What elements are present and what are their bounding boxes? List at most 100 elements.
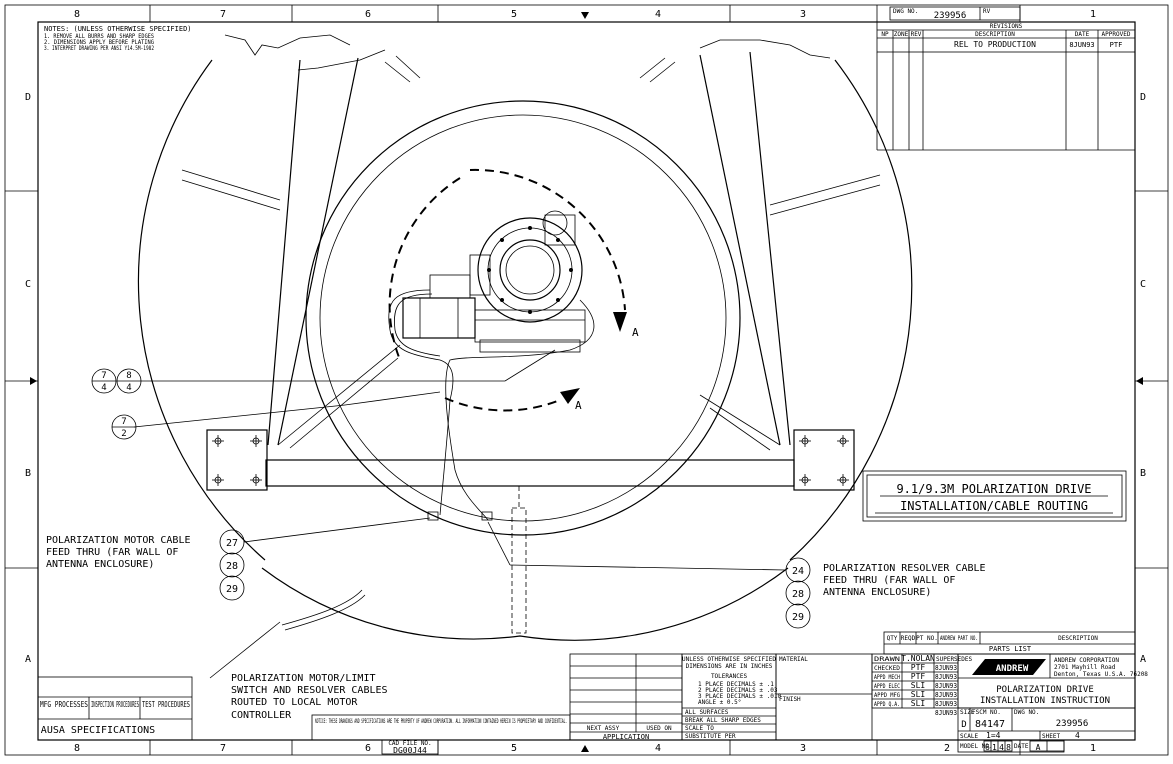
rev-header-rev: REV	[911, 31, 922, 38]
svg-text:29: 29	[792, 612, 804, 623]
scale-value: 1=4	[986, 731, 1001, 740]
specs-box: MFG PROCESSES INSPECTION PROCEDURES TEST…	[37, 676, 193, 741]
svg-text:28: 28	[792, 589, 804, 600]
rev-header-np: NP	[881, 31, 889, 38]
parts-header-andrew: ANDREW PART NO.	[940, 635, 978, 642]
parts-list: QTY REQD PT NO. ANDREW PART NO. DESCRIPT…	[883, 631, 1136, 655]
revisions-title: REVISIONS	[990, 23, 1023, 30]
row-label-b-left: B	[25, 468, 31, 479]
col-label-5-top: 5	[511, 9, 517, 20]
svg-text:2: 2	[121, 429, 126, 439]
approval-date-elec: 8JUN93	[935, 691, 957, 699]
andrew-logo: ANDREW	[972, 659, 1046, 675]
tol-line-1: 1 PLACE DECIMALS ± .1	[698, 681, 774, 688]
svg-text:4: 4	[126, 383, 131, 393]
col-label-2-bottom: 2	[944, 743, 950, 754]
sheet-value: 4	[1075, 731, 1080, 740]
tol-finish-per: SUBSTITUTE PER	[685, 733, 736, 740]
resolver-feed-line-2: FEED THRU (FAR WALL OF	[823, 575, 955, 586]
proprietary-notice: NOTICE: THESE DRAWINGS AND SPECIFICATION…	[315, 718, 567, 725]
motor-feed-line-2: FEED THRU (FAR WALL OF	[46, 547, 178, 558]
motor-limit-line-4: CONTROLLER	[231, 710, 292, 721]
cad-file-label: CAD FILE NO.	[388, 740, 431, 747]
drawing-title-line-2: INSTALLATION INSTRUCTION	[980, 696, 1110, 706]
callout-28-right: 28	[785, 580, 811, 606]
col-label-7-top: 7	[220, 9, 226, 20]
tol-scale: SCALE TO	[685, 725, 714, 732]
annotations: POLARIZATION MOTOR CABLE FEED THRU (FAR …	[46, 535, 986, 721]
approval-name-mech: PTF	[911, 672, 926, 681]
tol-header-1: UNLESS OTHERWISE SPECIFIED	[682, 656, 776, 663]
col-label-6-bottom: 6	[365, 743, 371, 754]
col-label-8-top: 8	[74, 9, 80, 20]
callout-28-left: 28	[219, 552, 245, 578]
application-box: NEXT ASSY USED ON APPLICATION	[569, 653, 683, 741]
approval-date-drawn: 8JUN93	[935, 664, 957, 672]
rev-row-approved: PTF	[1110, 41, 1123, 49]
size-label: SIZE	[960, 709, 975, 716]
approval-role-mech: APPD MECH	[874, 674, 900, 681]
zone-ticks	[5, 5, 1168, 755]
approval-role-elec: APPD ELEC	[874, 683, 900, 690]
approvals-box: SUPERSEDES DRAWN CHECKED APPD MECH APPD …	[871, 653, 973, 717]
svg-text:7: 7	[121, 417, 126, 427]
fscm-label: FSCM NO.	[972, 709, 1001, 716]
center-arrow-marks	[30, 12, 1143, 752]
cad-file-value: DG00J44	[393, 746, 427, 755]
finish-label: FINISH	[779, 696, 801, 703]
rev-header-zone: ZONE	[894, 31, 909, 38]
rotation-label-a-right: A	[632, 326, 639, 339]
parts-header-qty: QTY	[887, 635, 898, 642]
approvals-header: SUPERSEDES	[936, 656, 973, 663]
motor-feed-line-1: POLARIZATION MOTOR CABLE	[46, 535, 191, 546]
svg-text:29: 29	[226, 584, 238, 595]
svg-text:27: 27	[226, 538, 238, 549]
callout-8-4: 8 4	[116, 368, 142, 394]
svg-text:4: 4	[101, 383, 106, 393]
sheet-label: SHEET	[1042, 733, 1060, 740]
callout-24: 24	[785, 557, 811, 583]
svg-text:24: 24	[792, 566, 804, 577]
company-name: ANDREW CORPORATION	[1054, 657, 1119, 664]
rotation-label-a-bottom: A	[575, 399, 582, 412]
tol-all-surfaces: ALL SURFACES	[685, 709, 729, 716]
tol-header-2: DIMENSIONS ARE IN INCHES	[686, 663, 773, 670]
approval-role-drawn: DRAWN	[874, 656, 901, 663]
callouts: 7 4 8 4 7 2 27 28 29 24	[91, 368, 811, 629]
rev-row-description: REL TO PRODUCTION	[954, 40, 1036, 49]
rev-label-top: RV	[983, 8, 991, 15]
company-address-1: 2701 Mayhill Road	[1054, 664, 1116, 671]
motor-limit-line-2: SWITCH AND RESOLVER CABLES	[231, 685, 388, 696]
approval-role-checked: CHECKED	[874, 665, 900, 672]
col-label-6-top: 6	[365, 9, 371, 20]
parts-header-reqd: REQD	[901, 635, 916, 642]
polarization-drive-assembly	[388, 210, 595, 521]
app-label: APPLICATION	[603, 733, 649, 741]
svg-text:8: 8	[126, 371, 131, 381]
material-label: MATERIAL	[779, 656, 808, 663]
scale-label: SCALE	[960, 733, 978, 740]
svg-text:28: 28	[226, 561, 238, 572]
approval-date-mfg: 8JUN93	[935, 700, 957, 708]
revision-block: DWG NO. 239956 RV REVISIONS NP ZONE REV …	[876, 6, 1136, 151]
rev-header-approved: APPROVED	[1102, 31, 1131, 38]
parts-list-title: PARTS LIST	[989, 645, 1032, 653]
title-box-line-2: INSTALLATION/CABLE ROUTING	[900, 499, 1088, 513]
rotation-arrow-right	[613, 312, 627, 332]
material-finish-box: MATERIAL FINISH	[775, 653, 873, 741]
note-2: 2. DIMENSIONS APPLY BEFORE PLATING	[44, 39, 154, 46]
dwg-no-top: 239956	[934, 11, 967, 21]
spec-mfg: MFG PROCESSES	[40, 700, 88, 709]
specs-footer: AUSA SPECIFICATIONS	[41, 725, 155, 736]
callout-29-left: 29	[219, 575, 245, 601]
approval-date-mech: 8JUN93	[935, 682, 957, 690]
note-3: 3. INTERPRET DRAWING PER ANSI Y14.5M-198…	[44, 45, 154, 52]
title-box-line-1: 9.1/9.3M POLARIZATION DRIVE	[896, 482, 1091, 496]
resolver-feed-line-3: ANTENNA ENCLOSURE)	[823, 587, 931, 598]
size-value: D	[961, 720, 966, 730]
col-label-1-top: 1	[1090, 9, 1096, 20]
col-label-4-bottom: 4	[655, 743, 661, 754]
dwg-value: 239956	[1056, 719, 1089, 729]
notes-title: NOTES: (UNLESS OTHERWISE SPECIFIED)	[44, 25, 192, 33]
